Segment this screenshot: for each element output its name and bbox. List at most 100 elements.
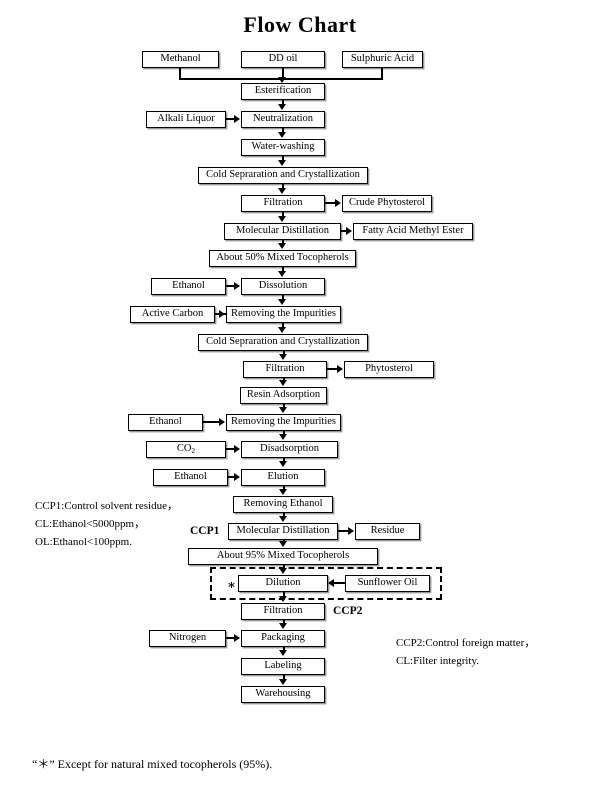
node-alkali-liquor[interactable]: Alkali Liquor [146, 111, 226, 128]
arrowhead-to-filtration-1 [278, 188, 286, 194]
ccp2-note-line-2: CL:Filter integrity. [396, 655, 479, 667]
node-molecular-distillation-2[interactable]: Molecular Distillation [228, 523, 338, 540]
node-labeling[interactable]: Labeling [241, 658, 325, 675]
node-neutralization[interactable]: Neutralization [241, 111, 325, 128]
ccp1-note-line-3: OL:Ethanol<100ppm. [35, 536, 132, 548]
node-disadsorption[interactable]: Disadsorption [241, 441, 338, 458]
arrowhead-to-dissolution [278, 271, 286, 277]
node-label: Neutralization [252, 113, 314, 125]
arrowhead-to-resin-adsorption [279, 380, 287, 386]
node-crude-phytosterol[interactable]: Crude Phytosterol [342, 195, 432, 212]
node-label: Esterification [254, 85, 312, 97]
node-ethanol-1[interactable]: Ethanol [151, 278, 226, 295]
node-residue[interactable]: Residue [355, 523, 420, 540]
node-label: Removing the Impurities [231, 416, 336, 428]
ccp1-marker: CCP1 [190, 525, 220, 537]
node-label: Nitrogen [168, 632, 207, 644]
ccp1-note-line-2: CL:Ethanol<5000ppm， [35, 518, 146, 530]
node-label: Removing the Impurities [231, 308, 336, 320]
node-label: Molecular Distillation [235, 225, 330, 237]
connector-sunfloweroil-left [334, 582, 345, 584]
node-water-washing[interactable]: Water-washing [241, 139, 325, 156]
node-resin-adsorption[interactable]: Resin Adsorption [240, 387, 327, 404]
node-active-carbon[interactable]: Active Carbon [130, 306, 215, 323]
connector-nitrogen-right [226, 637, 235, 639]
connector-methanol-down [179, 68, 181, 80]
arrowhead-to-dilution-side [328, 579, 334, 587]
node-methanol[interactable]: Methanol [142, 51, 219, 68]
co2-subscript: 2 [191, 446, 196, 456]
arrowhead-to-dilution [279, 568, 287, 574]
node-label: Fatty Acid Methyl Ester [362, 225, 464, 237]
node-removing-impurities-1[interactable]: Removing the Impurities [226, 306, 341, 323]
node-label: Packaging [261, 632, 305, 644]
arrowhead-to-dissolution-side [234, 282, 240, 290]
node-about-50-mixed-tocopherols[interactable]: About 50% Mixed Tocopherols [209, 250, 356, 267]
arrowhead-to-fatty-acid-ester [346, 227, 352, 235]
node-filtration-3[interactable]: Filtration [241, 603, 325, 620]
node-removing-impurities-2[interactable]: Removing the Impurities [226, 414, 341, 431]
arrowhead-to-elution [279, 461, 287, 467]
node-label: Disadsorption [260, 443, 319, 455]
node-sunflower-oil[interactable]: Sunflower Oil [345, 575, 430, 592]
node-cold-separation-crystallization-2[interactable]: Cold Sepraration and Crystallization [198, 334, 368, 351]
arrowhead-to-packaging [279, 623, 287, 629]
ccp2-group-boundary [210, 567, 442, 600]
node-ethanol-3[interactable]: Ethanol [153, 469, 228, 486]
connector-alkali-right [226, 118, 235, 120]
connector-filtration2-right [327, 368, 338, 370]
node-about-95-mixed-tocopherols[interactable]: About 95% Mixed Tocopherols [188, 548, 378, 565]
node-filtration-1[interactable]: Filtration [241, 195, 325, 212]
arrowhead-to-residue [348, 527, 354, 535]
connector-moldist1-down [282, 240, 284, 243]
node-cold-separation-crystallization-1[interactable]: Cold Sepraration and Crystallization [198, 167, 368, 184]
node-elution[interactable]: Elution [241, 469, 325, 486]
node-label: Filtration [263, 197, 303, 209]
node-label: Sunflower Oil [357, 577, 418, 589]
node-label: Warehousing [255, 688, 311, 700]
ccp1-note-line-1: CCP1:Control solvent residue， [35, 500, 178, 512]
node-label: Molecular Distillation [236, 525, 330, 537]
node-dissolution[interactable]: Dissolution [241, 278, 325, 295]
node-label: Active Carbon [141, 308, 204, 320]
node-esterification[interactable]: Esterification [241, 83, 325, 100]
node-warehousing[interactable]: Warehousing [241, 686, 325, 703]
node-fatty-acid-methyl-ester[interactable]: Fatty Acid Methyl Ester [353, 223, 473, 240]
connector-ethanol2-right [203, 421, 219, 423]
node-label: Dilution [265, 577, 301, 589]
connector-coldsep1-down [282, 184, 284, 189]
node-dilution[interactable]: Dilution [238, 575, 328, 592]
connector-coldsep2-down [283, 351, 285, 355]
node-ethanol-2[interactable]: Ethanol [128, 414, 203, 431]
node-label: Water-washing [251, 141, 315, 153]
node-dd-oil[interactable]: DD oil [241, 51, 325, 68]
node-sulphuric-acid[interactable]: Sulphuric Acid [342, 51, 423, 68]
node-molecular-distillation-1[interactable]: Molecular Distillation [224, 223, 341, 240]
arrowhead-to-mixed-toco-95 [279, 541, 287, 547]
connector-ethanol1-right [226, 285, 235, 287]
arrowhead-to-removing-imp-1-side [219, 310, 225, 318]
node-label: DD oil [268, 53, 298, 65]
node-packaging[interactable]: Packaging [241, 630, 325, 647]
node-co2[interactable]: CO2 [146, 441, 226, 458]
node-filtration-2[interactable]: Filtration [243, 361, 327, 378]
arrowhead-to-filtration-2 [279, 354, 287, 360]
arrowhead-to-packaging-side [234, 634, 240, 642]
connector-filtration1-down [282, 212, 284, 217]
connector-filtration1-right [325, 202, 336, 204]
arrowhead-to-warehousing [279, 679, 287, 685]
node-removing-ethanol[interactable]: Removing Ethanol [233, 496, 333, 513]
node-label: Labeling [264, 660, 302, 672]
connector-waterwashing-down [282, 156, 284, 161]
arrowhead-to-labeling [279, 650, 287, 656]
node-phytosterol[interactable]: Phytosterol [344, 361, 434, 378]
arrowhead-to-mixed-toco-50 [278, 243, 286, 249]
arrowhead-to-cold-sep-1 [278, 160, 286, 166]
node-nitrogen[interactable]: Nitrogen [149, 630, 226, 647]
arrowhead-to-disadsorption-side [234, 445, 240, 453]
node-label: Crude Phytosterol [348, 197, 426, 209]
node-label: Residue [370, 525, 405, 537]
connector-co2-right [226, 448, 235, 450]
arrowhead-to-removing-imp-2-side [219, 418, 225, 426]
arrowhead-to-crude-phytosterol [335, 199, 341, 207]
